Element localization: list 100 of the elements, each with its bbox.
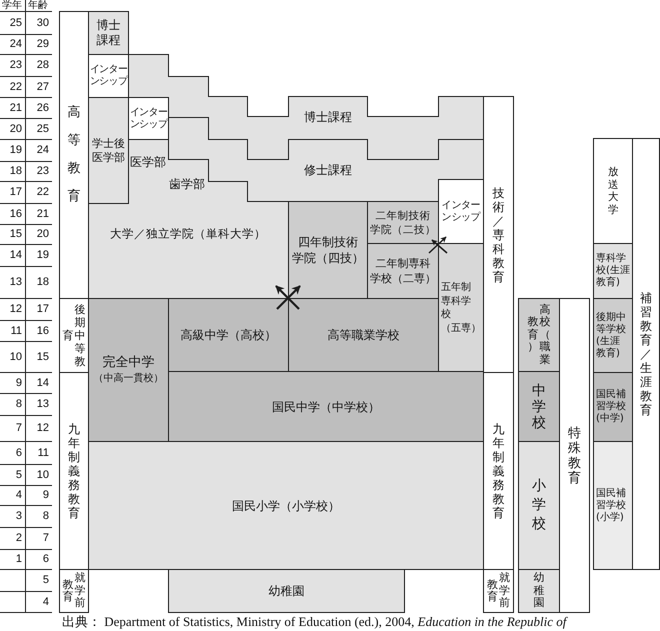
grade-number: 20: [10, 122, 22, 134]
school-label: （中高一貫校）: [94, 372, 164, 385]
school-label: 中学校: [532, 382, 546, 430]
age-number: 14: [36, 376, 49, 388]
age-number: 30: [36, 16, 49, 28]
grade-number: 14: [10, 249, 22, 261]
age-number: 16: [36, 324, 49, 336]
grade-number: 1: [16, 553, 22, 565]
grade-number: 19: [10, 144, 22, 156]
age-number: 26: [36, 102, 49, 114]
grade-number: 25: [10, 16, 22, 28]
age-number: 24: [36, 144, 49, 156]
school-box: [518, 298, 560, 372]
school-box: [367, 243, 439, 299]
grade-number: 9: [16, 376, 22, 388]
grade-number: 24: [10, 38, 22, 50]
grade-number: 23: [10, 59, 22, 71]
school-box: [88, 97, 129, 204]
school-label: 博士課程: [304, 109, 352, 125]
school-label: 高等職業学校: [328, 327, 400, 343]
school-label: 学士後医学部: [92, 136, 125, 164]
school-box: [593, 441, 633, 570]
age-number: 29: [36, 38, 49, 50]
stage-label: 九年制義務教育: [68, 422, 80, 520]
school-box: [367, 201, 439, 244]
grade-number: 12: [10, 303, 22, 315]
age-number: 9: [42, 489, 49, 501]
column-header: 学年: [2, 0, 22, 11]
age-number: 7: [42, 532, 49, 544]
school-label: 大学／独立学院（単科大学）: [110, 226, 266, 242]
source-caption: 出典： Department of Statistics, Ministry of Education (ed.), 2004, Education in the Republic of: [62, 614, 566, 629]
grade-number: 2: [16, 532, 22, 544]
age-number: 25: [36, 122, 49, 134]
school-label: 専科学校(生涯教育): [596, 253, 630, 289]
school-box: [168, 371, 484, 442]
school-label: 修士課程: [304, 162, 352, 178]
stage-label: 特殊教育: [568, 426, 581, 486]
stage-label: 九年制義務教育: [492, 422, 504, 520]
grade-number: 10: [10, 350, 22, 362]
age-number: 13: [36, 398, 49, 410]
grade-number: 4: [16, 489, 22, 501]
school-area: [88, 139, 289, 299]
school-label: インターンシップ: [442, 200, 480, 224]
grade-number: 22: [10, 80, 22, 92]
age-number: 4: [42, 596, 49, 608]
grade-number: 17: [10, 186, 22, 198]
school-box: [288, 201, 368, 299]
grade-number: 6: [16, 446, 22, 458]
school-label: 高校（職業教育）: [528, 304, 550, 366]
school-box: [593, 372, 633, 442]
school-box: [518, 569, 560, 613]
age-number: 11: [38, 446, 49, 458]
school-label: 二年制専科学校（二専）: [370, 256, 436, 286]
age-number: 28: [36, 59, 49, 71]
grade-number: 16: [10, 208, 22, 220]
school-label: 小学校: [532, 477, 546, 534]
age-number: 6: [42, 553, 49, 565]
age-number: 15: [36, 350, 49, 362]
school-label: 完全中学: [102, 355, 154, 371]
grade-number: 3: [16, 510, 22, 522]
grade-number: 21: [10, 102, 22, 114]
column-header: 年齢: [28, 0, 48, 11]
stage-band: [632, 138, 660, 570]
age-number: 20: [36, 228, 49, 240]
school-box: [88, 11, 129, 55]
stage-band: [59, 11, 89, 299]
school-label: 二年制技術学院（二技）: [370, 208, 436, 236]
stage-label: 技術／専科教育: [492, 186, 504, 284]
school-label: 後期中等学校(生涯教育): [596, 312, 626, 360]
grade-number: 8: [16, 398, 22, 410]
school-box: [518, 441, 560, 570]
school-box: [438, 243, 484, 373]
age-number: 21: [36, 208, 49, 220]
age-number: 22: [36, 186, 49, 198]
school-box: [518, 371, 560, 442]
school-box: [88, 441, 484, 570]
school-label: 幼稚園: [268, 583, 304, 599]
grade-number: 11: [10, 324, 22, 336]
school-label: 五年制専科学校（五専）: [441, 281, 481, 335]
age-number: 17: [36, 303, 49, 315]
school-box: [593, 298, 633, 373]
school-box: [168, 298, 289, 372]
stage-label: 補習教育／生涯教育: [640, 291, 652, 417]
age-number: 5: [42, 574, 49, 586]
grade-number: 15: [10, 228, 22, 240]
age-number: 8: [42, 510, 49, 522]
school-box: [168, 569, 405, 613]
stage-band: [483, 96, 514, 373]
school-label: 国民補習学校(中学): [596, 389, 626, 425]
grade-number: 13: [10, 276, 22, 288]
school-label: インターンシップ: [130, 106, 168, 130]
age-number: 10: [36, 468, 49, 480]
school-label: 医学部: [130, 154, 166, 170]
school-label: 国民補習学校(小学): [596, 488, 626, 524]
school-label: 放送大学: [608, 166, 618, 216]
school-box: [593, 243, 633, 299]
age-number: 27: [36, 80, 49, 92]
school-box: [288, 298, 439, 372]
age-number: 23: [36, 165, 49, 177]
stage-label: 後期中等教育: [62, 303, 86, 368]
